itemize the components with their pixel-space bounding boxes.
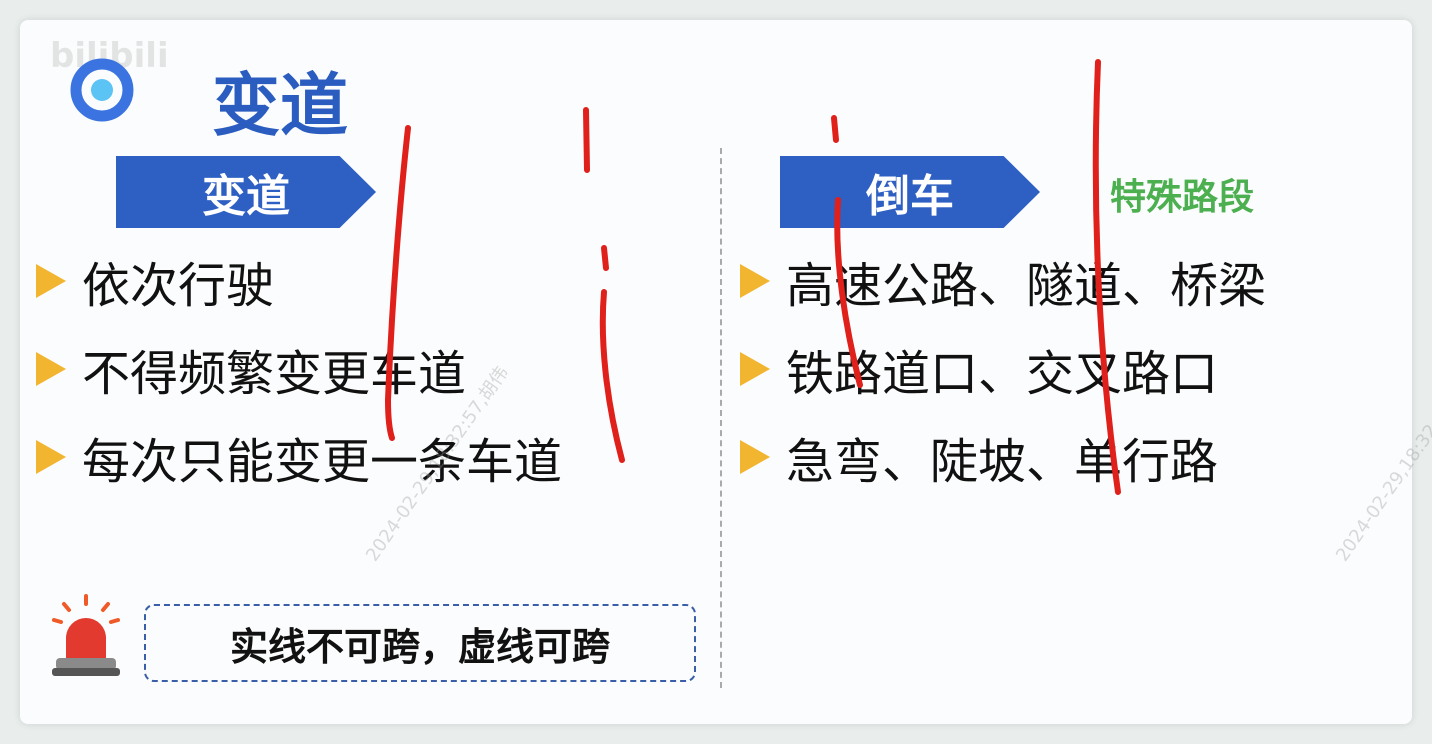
list-item: 高速公路、隧道、桥梁 [740,246,1266,316]
notice-box: 实线不可跨，虚线可跨 [144,604,696,682]
list-item: 每次只能变更一条车道 [36,422,562,492]
bullet-arrow-icon [36,264,66,298]
alarm-siren-icon [52,594,120,676]
bullet-arrow-icon [740,264,770,298]
list-item: 急弯、陡坡、单行路 [740,422,1218,492]
list-item: 依次行驶 [36,246,274,316]
list-item: 不得频繁变更车道 [36,334,466,404]
target-icon [70,58,134,122]
bullet-arrow-icon [36,440,66,474]
section-header-lane-change: 变道 [116,156,376,228]
slide: bilibili 变道 变道 依次行驶 不得频繁变更车道 每次只能变更一条车道 … [20,20,1432,724]
bullet-arrow-icon [36,352,66,386]
bullet-arrow-icon [740,440,770,474]
section-header-reverse: 倒车 [780,156,1040,228]
watermark-text: 2024-02-29,18:32:57,胡伟 [1331,362,1432,566]
special-road-tag: 特殊路段 [1110,177,1255,218]
divider [720,148,722,688]
bullet-arrow-icon [740,352,770,386]
list-item: 铁路道口、交叉路口 [740,334,1218,404]
page-title: 变道 [212,67,349,146]
